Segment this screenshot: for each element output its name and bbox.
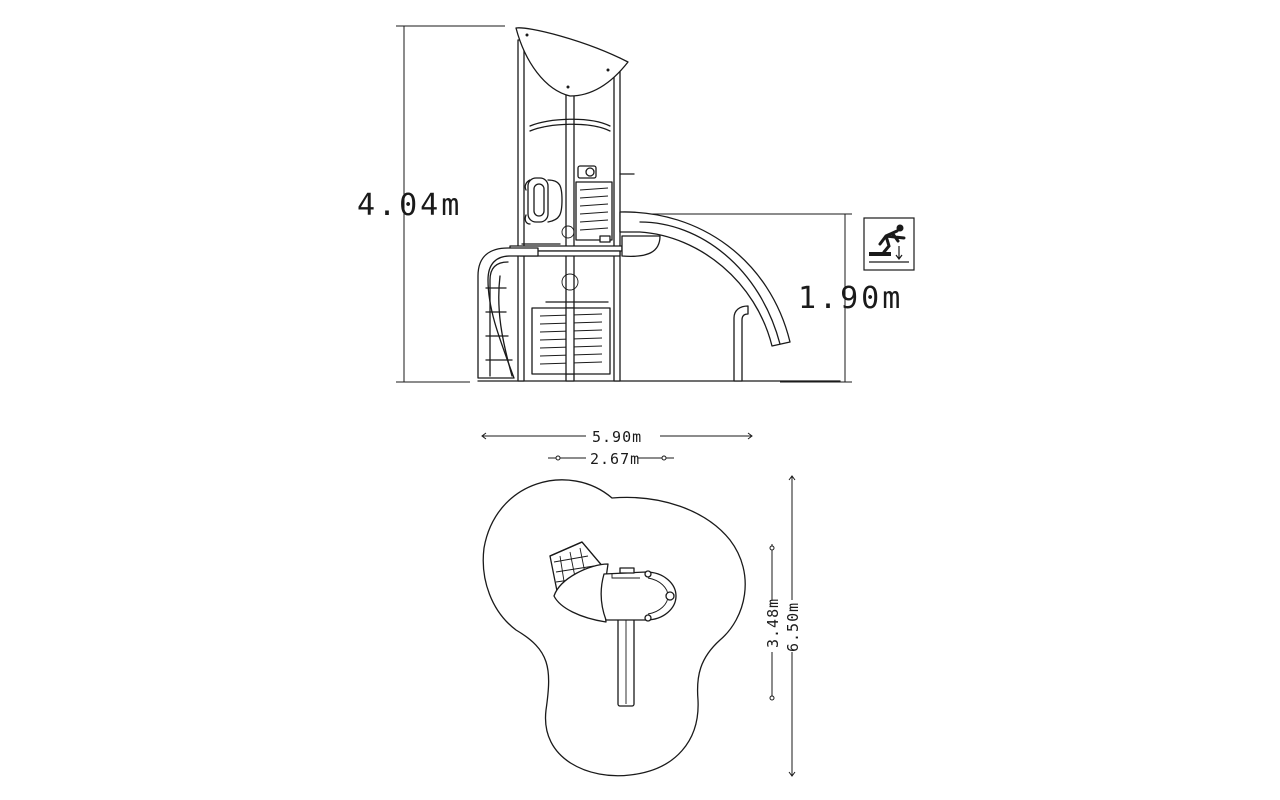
lower-panel — [531, 273, 611, 375]
upper-side-rails — [524, 177, 563, 225]
plan-depth-dimension — [769, 544, 775, 701]
side-elevation-view: 4.04m 1.90m — [357, 25, 915, 383]
upper-panel — [575, 181, 613, 243]
safety-area-dimension — [788, 475, 796, 777]
height-dimension-line — [396, 25, 505, 383]
safety-area-label: 6.50m — [784, 602, 802, 652]
top-plan-view — [482, 479, 746, 777]
upper-arch-rail — [529, 118, 611, 127]
tube-slide — [619, 211, 791, 382]
deck-plan — [600, 567, 677, 622]
fall-height-dimension-line — [640, 213, 852, 383]
slide-plan — [617, 615, 635, 707]
free-fall-height-icon — [863, 217, 915, 271]
telescope-element — [577, 165, 635, 179]
safety-area-outline — [482, 479, 746, 777]
arch-climber — [477, 247, 539, 379]
fall-height-dimension-label: 1.90m — [798, 281, 903, 316]
plan-width-dimension — [548, 455, 674, 461]
plan-width-label: 2.67m — [590, 450, 640, 468]
roof-canopy — [515, 27, 629, 97]
plan-length-label: 5.90m — [592, 428, 642, 446]
height-dimension-label: 4.04m — [357, 188, 462, 223]
plan-depth-label: 3.48m — [764, 598, 782, 648]
plan-length-dimension — [481, 432, 753, 440]
